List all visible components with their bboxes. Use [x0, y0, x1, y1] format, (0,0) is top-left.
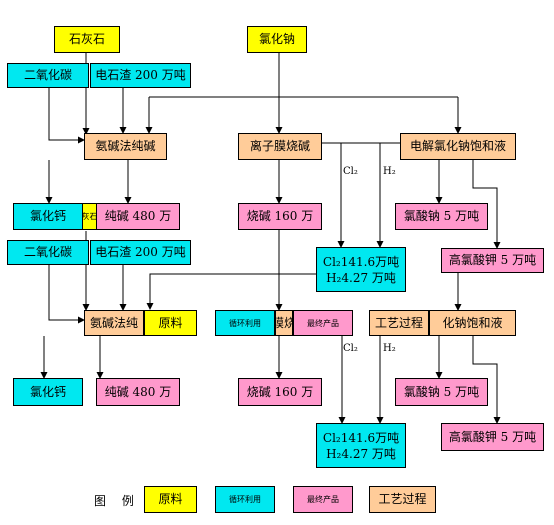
node-cl2-h2-output-2: Cl₂141.6万吨 H₂4.27 万吨 [316, 423, 406, 468]
legend-raw: 原料 [144, 486, 197, 513]
node-carbon-dioxide-2: 二氧化碳 [7, 240, 89, 265]
node-limestone-overlap: 灰石 [82, 203, 97, 230]
node-ion-membrane: 离子膜烧碱 [238, 133, 322, 160]
tag-recycle: 循环利用 [215, 310, 275, 336]
legend-final: 最终产品 [293, 486, 353, 513]
cl2-output-text-2: Cl₂141.6万吨 [322, 430, 400, 445]
legend-recycle: 循环利用 [215, 486, 275, 513]
wire-elec-kclo4 [472, 160, 501, 249]
wire-elec-kclo4-2 [472, 336, 501, 424]
node-soda-ash-2: 纯碱 480 万 [96, 378, 180, 406]
node-caustic-soda-2: 烧碱 160 万 [238, 378, 322, 406]
node-limestone: 石灰石 [54, 26, 120, 53]
tag-final-product: 最终产品 [293, 310, 353, 336]
wire-co2-ammonia [48, 88, 85, 144]
h2-output-text-2: H₂4.27 万吨 [326, 446, 396, 461]
cl2-output-text: Cl₂141.6万吨 [322, 254, 400, 269]
node-ammonia-soda: 氨碱法纯碱 [84, 133, 167, 160]
node-potassium-perchlorate: 高氯酸钾 5 万吨 [441, 248, 544, 273]
tag-raw-material: 原料 [144, 310, 197, 336]
tag-process: 工艺过程 [369, 310, 429, 336]
label-cl2: Cl₂ [343, 166, 358, 177]
node-sodium-chlorate-2: 氯酸钠 5 万吨 [395, 378, 488, 406]
legend-process: 工艺过程 [369, 486, 436, 513]
wire-cl2-return [146, 273, 316, 310]
node-potassium-perchlorate-2: 高氯酸钾 5 万吨 [441, 423, 544, 451]
node-electrolysis-2: 化钠饱和液 [429, 310, 516, 336]
label-h2-2: H₂ [383, 343, 396, 354]
node-caustic-soda: 烧碱 160 万 [238, 203, 322, 230]
legend-title: 图 例 [94, 494, 140, 508]
wire-co2-ammonia-2 [48, 265, 85, 324]
node-calcium-chloride-2: 氯化钙 [13, 378, 83, 406]
node-carbide-slag: 电石渣 200 万吨 [90, 63, 191, 88]
node-ion-membrane-2: 膜烧 [275, 310, 293, 336]
label-cl2-2: Cl₂ [343, 343, 358, 354]
node-calcium-chloride: 氯化钙 [13, 203, 83, 230]
h2-output-text: H₂4.27 万吨 [326, 270, 396, 285]
node-sodium-chlorate: 氯酸钠 5 万吨 [395, 203, 488, 230]
node-ammonia-soda-2: 氨碱法纯 [84, 310, 144, 336]
node-soda-ash: 纯碱 480 万 [96, 203, 180, 230]
node-electrolysis: 电解氯化钠饱和液 [400, 133, 516, 160]
node-sodium-chloride: 氯化钠 [247, 26, 307, 53]
label-h2: H₂ [383, 166, 396, 177]
node-cl2-h2-output: Cl₂141.6万吨 H₂4.27 万吨 [316, 247, 406, 292]
node-carbide-slag-2: 电石渣 200 万吨 [90, 240, 191, 265]
node-carbon-dioxide: 二氧化碳 [7, 63, 89, 88]
